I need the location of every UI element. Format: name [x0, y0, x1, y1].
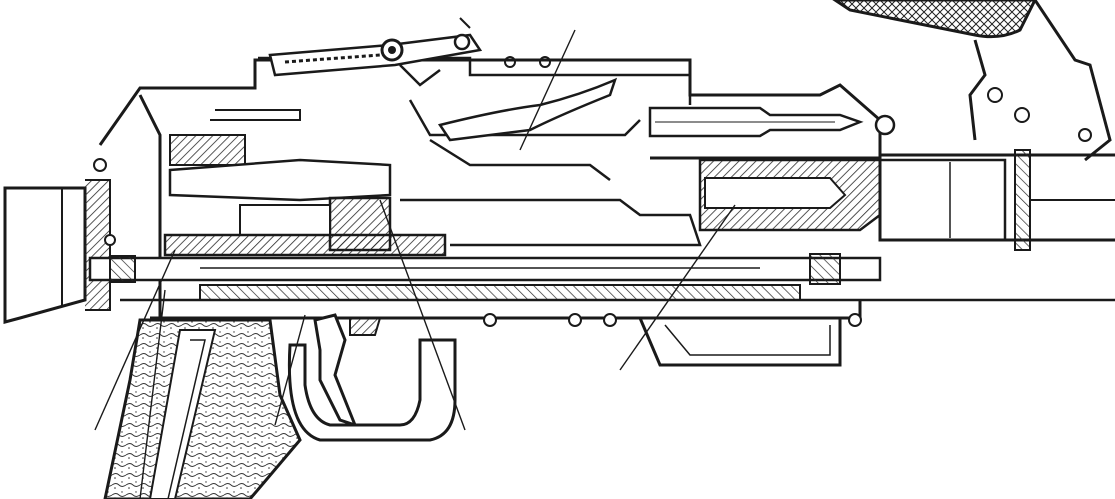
gas-piston-rod: [88, 253, 882, 285]
barrel: [650, 149, 1115, 251]
cartridge: [648, 106, 896, 138]
recoil-spring: [199, 284, 801, 301]
bolt-carrier: [163, 198, 702, 257]
magazine-well: [638, 317, 842, 367]
carry-handle: [832, 0, 1112, 162]
leader-lines: [94, 29, 736, 499]
screw-heads: [93, 56, 862, 327]
bolt: [168, 158, 392, 252]
cam-link: [429, 77, 618, 181]
feed-lever: [268, 17, 483, 87]
pistol-grip: [103, 318, 302, 499]
trigger-guard: [287, 338, 457, 442]
butt-socket: [3, 179, 111, 324]
